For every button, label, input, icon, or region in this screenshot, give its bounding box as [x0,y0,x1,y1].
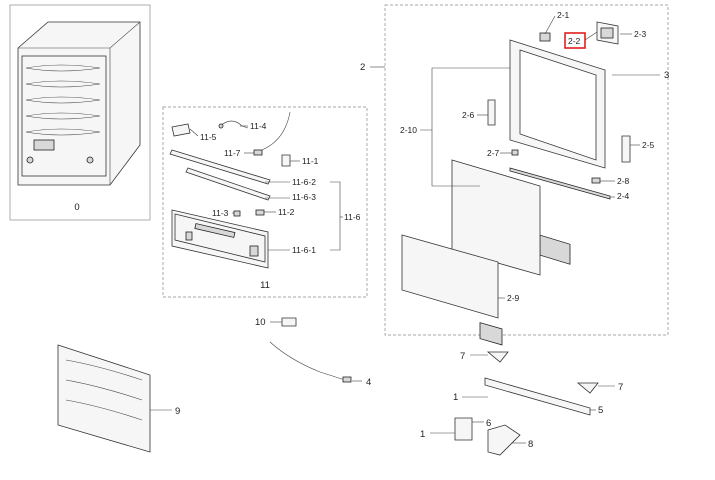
group-0-frame [9,4,151,221]
callout-labels: 2-1 2-2 2-3 3 2-10 2-6 2-5 2-7 2-8 2-4 2… [175,10,669,450]
label-2-1: 2-1 [557,10,570,20]
part-11-6-1[interactable] [171,209,269,269]
part-3-door-frame[interactable] [509,39,606,265]
label-7b: 7 [618,382,623,393]
part-10[interactable] [281,317,297,327]
part-9-base[interactable] [57,344,151,453]
label-2-7: 2-7 [487,148,500,158]
label-2-2[interactable]: 2-2 [568,36,581,46]
group-11: 11 [162,106,368,298]
label-11-3: 11-3 [212,208,229,218]
label-11-6-3: 11-6-3 [292,192,316,202]
part-2-4[interactable] [509,167,611,200]
part-2-8[interactable] [591,177,601,184]
label-2-10: 2-10 [400,125,417,135]
part-11-4[interactable] [218,120,249,129]
label-11-7: 11-7 [224,148,241,158]
label-2-5: 2-5 [642,140,655,150]
part-7a[interactable] [486,351,509,363]
group-2-frame [384,4,669,336]
group-0: 0 [9,4,151,221]
group-2: 2 [360,4,669,346]
label-2-8: 2-8 [617,176,630,186]
part-11-3[interactable] [233,210,241,217]
label-2-9: 2-9 [507,293,520,303]
group-0-label: 0 [74,202,79,213]
part-2-3[interactable] [596,21,619,45]
part-11-6-3[interactable] [185,167,271,201]
label-11-6-1: 11-6-1 [292,245,316,255]
part-11-2[interactable] [255,209,265,216]
label-11-6: 11-6 [344,212,361,222]
label-1a: 1 [453,392,458,403]
label-2-3: 2-3 [634,29,647,39]
part-11-wire[interactable] [261,111,291,151]
label-6: 6 [486,418,491,429]
label-2-4: 2-4 [617,191,630,201]
label-11-2: 11-2 [278,207,295,217]
label-2-6: 2-6 [462,110,475,120]
part-2-9-insulation[interactable] [401,234,499,319]
part-4-harness[interactable] [269,341,352,383]
part-2-1[interactable] [539,32,551,42]
label-1b: 1 [420,429,425,440]
label-11-6-2: 11-6-2 [292,177,316,187]
label-11-5: 11-5 [200,132,217,142]
part-11-5[interactable] [171,123,191,137]
label-9: 9 [175,406,180,417]
part-11-1[interactable] [281,154,291,167]
label-11-4: 11-4 [250,121,267,131]
label-4: 4 [366,377,371,388]
part-2-6[interactable] [487,99,496,126]
group-11-label: 11 [260,280,270,291]
leader-lines [150,15,660,444]
highlight-2-2[interactable] [564,32,586,49]
label-11-1: 11-1 [302,156,319,166]
label-8: 8 [528,439,533,450]
group-11-frame [162,106,368,298]
part-0-tub[interactable] [17,21,141,186]
part-6-bracket[interactable] [454,417,473,441]
part-7b[interactable] [576,382,599,394]
part-11-6-2[interactable] [169,149,271,185]
label-5: 5 [598,405,603,416]
part-11-7[interactable] [253,149,263,156]
label-3: 3 [664,70,669,81]
part-2-10-inner-door[interactable] [451,159,541,346]
label-7a: 7 [460,351,465,362]
part-8-bracket[interactable] [487,424,521,456]
part-2-7[interactable] [511,149,519,156]
label-10: 10 [255,317,266,328]
part-5-rail[interactable] [484,377,591,416]
part-2-5[interactable] [621,135,631,163]
group-2-label: 2 [360,62,365,73]
